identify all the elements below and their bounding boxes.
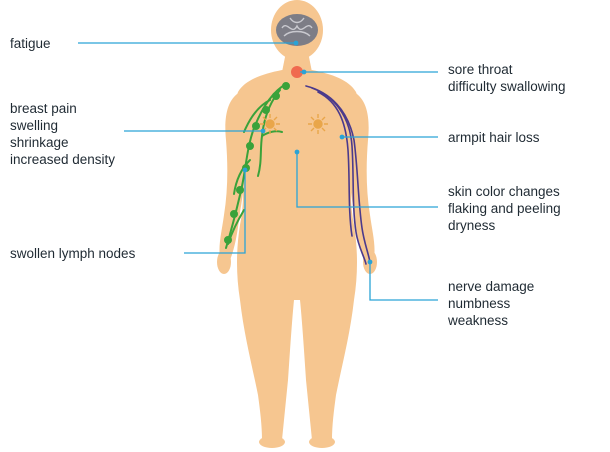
right-foot [309, 436, 335, 448]
label-nerve: nerve damage numbness weakness [448, 278, 534, 329]
label-line: difficulty swallowing [448, 78, 566, 95]
label-lymph: swollen lymph nodes [10, 245, 135, 262]
label-line: sore throat [448, 61, 566, 78]
label-line: flaking and peeling [448, 200, 561, 217]
label-line: fatigue [10, 35, 51, 52]
label-throat: sore throat difficulty swallowing [448, 61, 566, 95]
label-line: armpit hair loss [448, 129, 540, 146]
label-line: swelling [10, 117, 115, 134]
label-armpit: armpit hair loss [448, 129, 540, 146]
label-fatigue: fatigue [10, 35, 51, 52]
label-line: nerve damage [448, 278, 534, 295]
label-skin: skin color changes flaking and peeling d… [448, 183, 561, 234]
label-line: increased density [10, 151, 115, 168]
label-line: skin color changes [448, 183, 561, 200]
label-line: weakness [448, 312, 534, 329]
label-line: dryness [448, 217, 561, 234]
leader-nerve [370, 262, 438, 300]
left-foot [259, 436, 285, 448]
label-line: shrinkage [10, 134, 115, 151]
breast-mark-right [308, 114, 328, 134]
label-breast: breast pain swelling shrinkage increased… [10, 100, 115, 168]
torso [232, 70, 363, 440]
label-line: swollen lymph nodes [10, 245, 135, 262]
label-line: numbness [448, 295, 534, 312]
label-line: breast pain [10, 100, 115, 117]
